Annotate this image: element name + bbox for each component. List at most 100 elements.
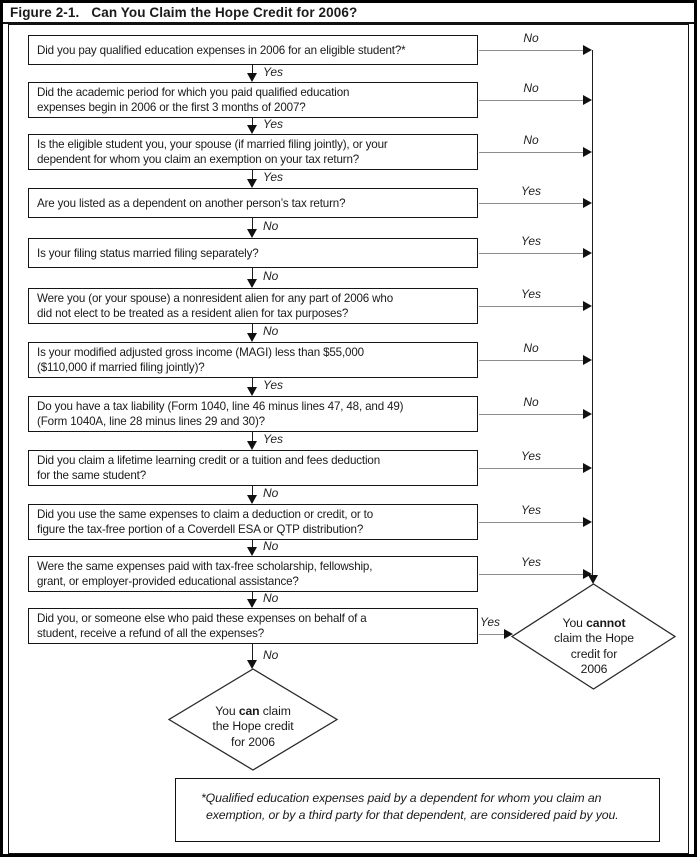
question-text-11: Were the same expenses paid with tax-fre… [37,560,373,588]
down-branch-arrowhead-icon-5 [247,279,257,288]
down-branch-label-11: No [263,591,279,605]
right-branch-arrowhead-icon-1 [583,45,592,55]
down-branch-arrowhead-icon-8 [247,441,257,450]
cannot-diamond-text: You cannot claim the Hope credit for 200… [536,600,652,678]
right-branch-arrowhead-icon-8 [583,409,592,419]
down-branch-arrowhead-icon-6 [247,333,257,342]
right-branch-line-10 [479,522,583,523]
down-branch-line-6 [252,324,253,334]
right-branch-arrowhead-icon-12 [504,629,513,639]
question-box-7: Is your modified adjusted gross income (… [28,342,478,378]
down-branch-label-6: No [263,324,279,338]
question-text-3: Is the eligible student you, your spouse… [37,138,388,166]
right-branch-label-3: No [523,133,539,147]
down-branch-line-3 [252,170,253,180]
question-box-6: Were you (or your spouse) a nonresident … [28,288,478,324]
down-branch-label-3: Yes [263,170,284,184]
down-branch-label-4: No [263,219,279,233]
right-branch-line-2 [479,100,583,101]
question-box-8: Do you have a tax liability (Form 1040, … [28,396,478,432]
question-text-1: Did you pay qualified education expenses… [37,43,406,57]
right-branch-line-4 [479,203,583,204]
down-branch-arrowhead-icon-7 [247,387,257,396]
down-branch-label-10: No [263,539,279,553]
figure-number-label: Figure 2-1. [10,5,80,20]
question-text-7: Is your modified adjusted gross income (… [37,346,364,374]
right-branch-line-8 [479,414,583,415]
cannot-text-bold: cannot [586,615,626,630]
right-branch-arrowhead-icon-6 [583,301,592,311]
flowchart-border [8,24,689,854]
figure-title-bar: Figure 2-1. Can You Claim the Hope Credi… [3,3,697,24]
question-box-4: Are you listed as a dependent on another… [28,188,478,218]
right-branch-label-7: No [523,341,539,355]
question-text-2: Did the academic period for which you pa… [37,86,350,114]
can-diamond-text: You can claim the Hope credit for 2006 [197,688,309,750]
down-branch-line-11 [252,592,253,600]
cannot-diamond [510,583,677,690]
question-text-12: Did you, or someone else who paid these … [37,612,367,640]
question-text-4: Are you listed as a dependent on another… [37,196,346,210]
down-branch-arrowhead-icon-2 [247,125,257,134]
down-branch-line-7 [252,378,253,388]
down-branch-arrowhead-icon-1 [247,73,257,82]
can-text-bold: can [238,703,260,718]
right-branch-arrowhead-icon-11 [583,569,592,579]
main-vertical-connector [592,50,593,576]
question-box-11: Were the same expenses paid with tax-fre… [28,556,478,592]
down-branch-label-12: No [263,648,279,662]
right-branch-line-6 [479,306,583,307]
right-branch-line-7 [479,360,583,361]
question-box-12: Did you, or someone else who paid these … [28,608,478,644]
right-branch-label-8: No [523,395,539,409]
question-text-9: Did you claim a lifetime learning credit… [37,454,381,482]
down-branch-label-1: Yes [263,65,284,79]
cannot-text-pre: You [562,615,587,630]
right-branch-label-2: No [523,81,539,95]
right-branch-label-6: Yes [520,287,541,301]
question-text-6: Were you (or your spouse) a nonresident … [37,292,393,320]
down-branch-label-7: Yes [263,378,284,392]
cannot-text-post: claim the Hope credit for 2006 [554,631,634,676]
right-branch-arrowhead-icon-3 [583,147,592,157]
question-text-5: Is your filing status married filing sep… [37,246,259,260]
right-branch-label-1: No [523,31,539,45]
down-branch-label-9: No [263,486,279,500]
can-diamond [167,668,339,771]
question-box-5: Is your filing status married filing sep… [28,238,478,268]
right-branch-label-5: Yes [520,234,541,248]
question-box-3: Is the eligible student you, your spouse… [28,134,478,170]
question-text-8: Do you have a tax liability (Form 1040, … [37,400,404,428]
right-branch-line-3 [479,152,583,153]
figure-title: Can You Claim the Hope Credit for 2006? [91,5,358,20]
question-box-2: Did the academic period for which you pa… [28,82,478,118]
down-branch-label-2: Yes [263,117,284,131]
right-branch-line-9 [479,468,583,469]
right-branch-label-11: Yes [520,555,541,569]
right-branch-line-1 [479,50,583,51]
right-branch-arrowhead-icon-4 [583,198,592,208]
right-branch-label-10: Yes [520,503,541,517]
question-text-10: Did you use the same expenses to claim a… [37,508,374,536]
down-branch-line-8 [252,432,253,442]
right-branch-arrowhead-icon-2 [583,95,592,105]
can-text-pre: You [215,703,239,718]
main-connector-arrowhead-down-icon [588,575,598,584]
question-box-9: Did you claim a lifetime learning credit… [28,450,478,486]
down-branch-line-12 [252,644,253,661]
down-branch-arrowhead-icon-9 [247,495,257,504]
right-branch-line-5 [479,253,583,254]
question-box-1: Did you pay qualified education expenses… [28,35,478,65]
down-branch-arrowhead-icon-3 [247,179,257,188]
down-branch-line-1 [252,65,253,74]
right-branch-label-12: Yes [479,615,500,629]
footnote-box: *Qualified education expenses paid by a … [175,778,660,842]
right-branch-line-11 [479,574,583,575]
down-branch-line-9 [252,486,253,496]
right-branch-label-9: Yes [520,449,541,463]
down-branch-line-4 [252,218,253,230]
footnote-text: *Qualified education expenses paid by a … [201,791,619,822]
right-branch-label-4: Yes [520,184,541,198]
question-box-10: Did you use the same expenses to claim a… [28,504,478,540]
